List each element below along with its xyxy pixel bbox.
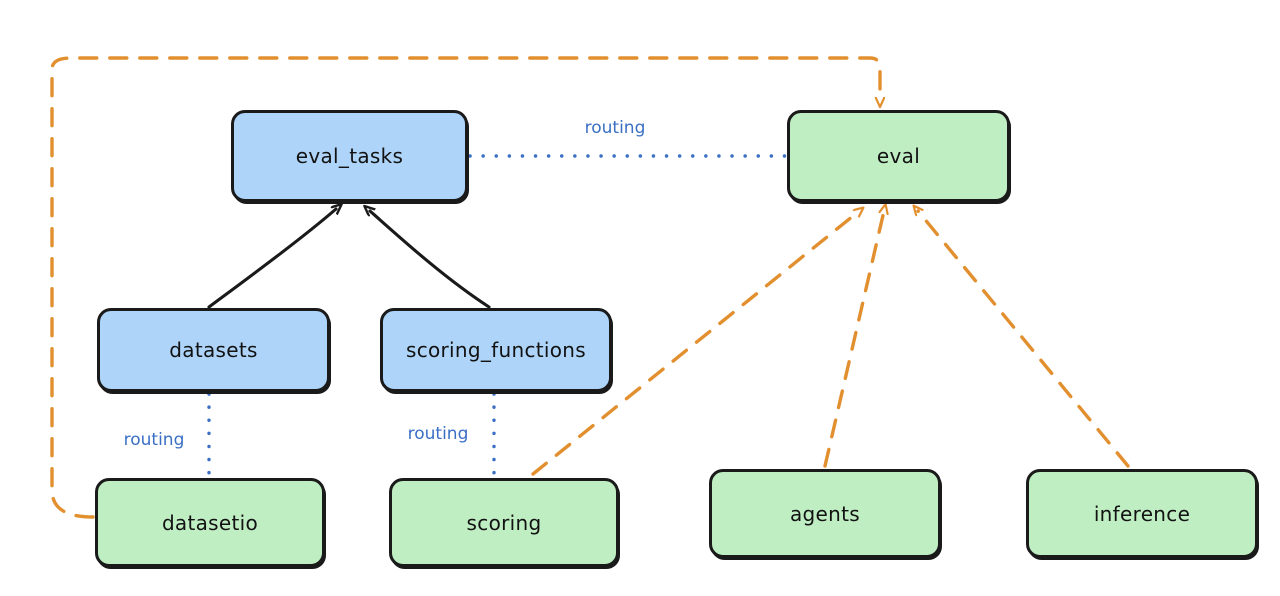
- node-agents-label: agents: [790, 501, 860, 526]
- node-scoring-functions-label: scoring_functions: [405, 338, 587, 362]
- node-inference[interactable]: inference: [1026, 469, 1258, 558]
- node-datasetio[interactable]: datasetio: [95, 478, 325, 567]
- node-eval[interactable]: eval: [787, 110, 1010, 202]
- edge-inference-to-eval: [918, 211, 1130, 468]
- node-scoring-label: scoring: [466, 510, 542, 535]
- edge-datasets-to-eval-tasks: [207, 209, 336, 309]
- node-inference-label: inference: [1093, 501, 1191, 526]
- edge-agents-to-eval: [823, 211, 884, 468]
- node-eval-label: eval: [876, 144, 921, 168]
- edge-label-routing-eval-tasks-eval: routing: [584, 118, 646, 138]
- node-datasets-label: datasets: [169, 338, 258, 362]
- edge-label-routing-datasets-datasetio: routing: [123, 430, 185, 450]
- edge-label-routing-scoring-functions-scoring: routing: [407, 424, 469, 444]
- node-datasets[interactable]: datasets: [97, 308, 330, 392]
- node-agents[interactable]: agents: [709, 469, 941, 558]
- node-datasetio-label: datasetio: [161, 510, 259, 535]
- node-scoring-functions[interactable]: scoring_functions: [380, 308, 612, 392]
- node-scoring[interactable]: scoring: [389, 478, 619, 567]
- node-eval-tasks[interactable]: eval_tasks: [231, 110, 468, 202]
- node-eval-tasks-label: eval_tasks: [295, 144, 404, 168]
- edge-scoring-functions-to-eval-tasks: [370, 211, 491, 309]
